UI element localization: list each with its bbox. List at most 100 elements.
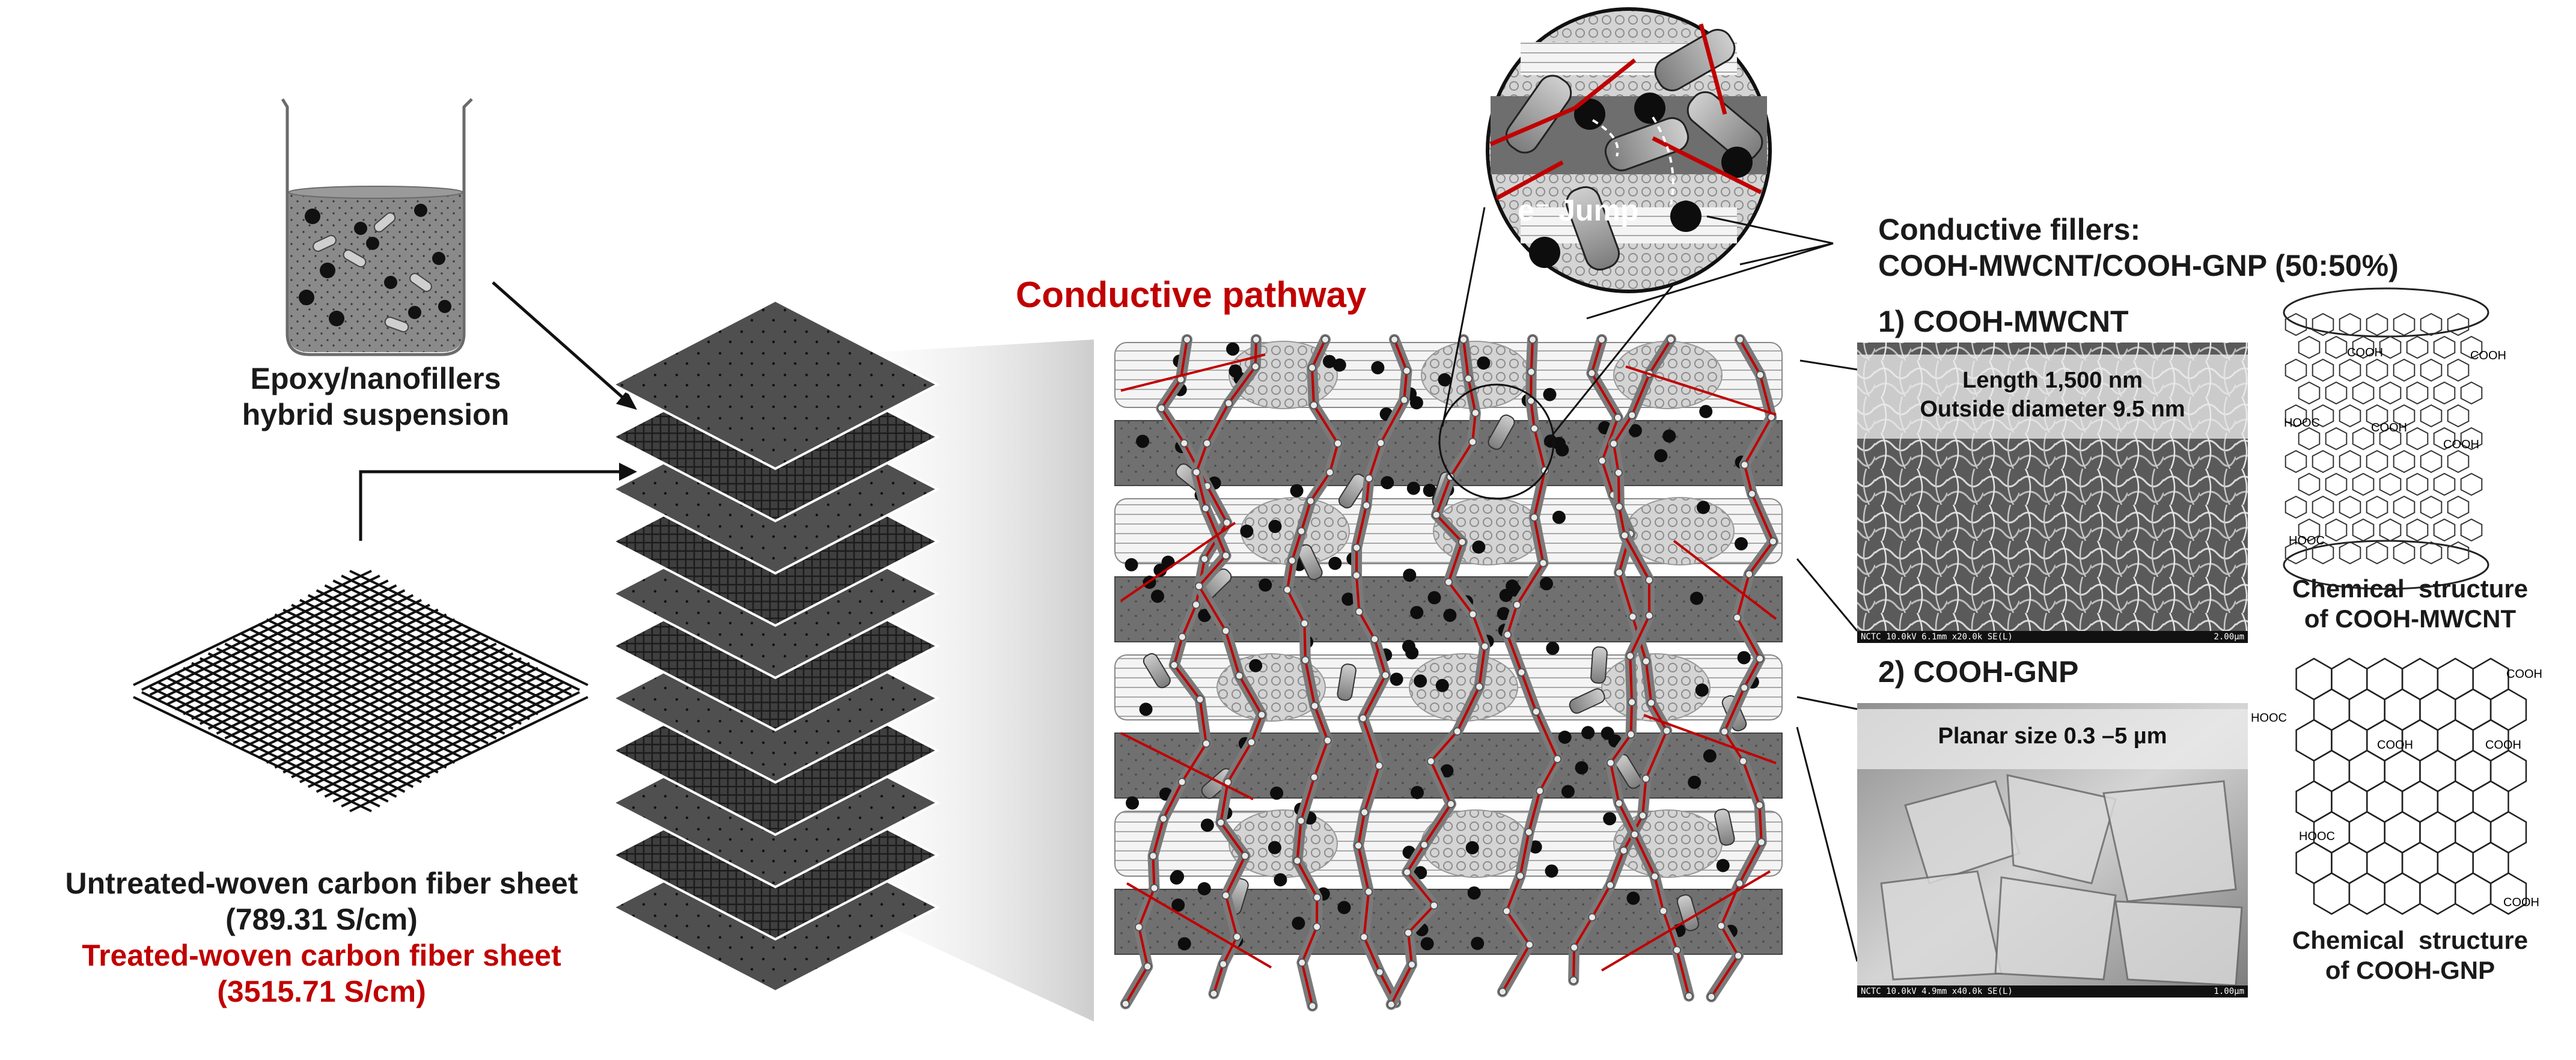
junction-node [1756, 370, 1765, 379]
conductive-path [1625, 365, 1777, 416]
weft-yarn [224, 642, 464, 759]
junction-node [1203, 439, 1212, 448]
carbon-ring [2393, 495, 2416, 519]
gnp-sem-scale: 1.00µm [2214, 987, 2244, 996]
graphene-flake [2006, 774, 2117, 885]
junction-node [1620, 531, 1629, 540]
fiber-crosssection [1625, 497, 1735, 565]
filler-particle [1268, 520, 1282, 534]
junction-node [1177, 632, 1186, 641]
junction-node [1673, 946, 1682, 955]
treated-conductivity: (3515.71 S/cm) [217, 975, 426, 1008]
nanotube-rod [384, 316, 409, 333]
filler-particle [1626, 891, 1640, 905]
mwcnt-rod [1488, 414, 1515, 450]
carbon-ring [2472, 841, 2509, 885]
carbon-ring [2447, 358, 2470, 382]
junction-node [1403, 868, 1412, 877]
carbon-ring [2447, 449, 2470, 474]
junction-node [1539, 558, 1548, 567]
carbon-ring [2393, 312, 2416, 337]
junction-node [1293, 856, 1302, 865]
filler-particle [1581, 726, 1595, 740]
zoom-nanotube [1654, 29, 1736, 91]
junction-node [1685, 991, 1693, 1001]
junction-node [1313, 893, 1322, 902]
junction-node [1638, 811, 1647, 820]
junction-node [1257, 710, 1266, 719]
carbon-ring [2352, 427, 2375, 451]
carbon-fiber-labels: Untreated-woven carbon fiber sheet (789.… [12, 865, 631, 1010]
carbon-ring [2312, 495, 2334, 519]
warp-yarn [349, 696, 588, 812]
carbon-ring [2325, 381, 2348, 405]
junction-node [1381, 671, 1390, 680]
tube-rim [2283, 540, 2489, 590]
carbon-ring [2295, 657, 2333, 701]
carbon-ring [2393, 449, 2416, 474]
junction-node [1614, 568, 1623, 577]
junction-node [1740, 683, 1749, 692]
carbon-ring [2447, 541, 2470, 565]
carbon-ring [2339, 312, 2361, 337]
junction-node [1426, 757, 1435, 766]
mwcnt-rod [1590, 646, 1608, 684]
mwcnt-diameter: Outside diameter 9.5 nm [1920, 396, 2185, 422]
filler-particle [1228, 364, 1242, 378]
warp-yarn [257, 642, 497, 759]
carbon-ring [2352, 472, 2375, 496]
junction-node [1387, 1000, 1396, 1009]
carbon-ring [2420, 358, 2443, 382]
junction-node [1747, 489, 1756, 498]
carbon-ring [2460, 427, 2483, 451]
junction-node [1525, 940, 1534, 949]
junction-node [1739, 757, 1748, 766]
nanotube-rod [373, 212, 396, 233]
carbon-ring [2460, 472, 2483, 496]
conductive-path [1390, 339, 1486, 1005]
junction-node [1606, 758, 1615, 767]
filler-particle [1465, 841, 1479, 854]
filler-particle [1688, 775, 1702, 789]
carbon-ring [2339, 358, 2361, 382]
carbon-ring [2348, 749, 2385, 793]
filler-particle [1601, 726, 1614, 740]
junction-node [1241, 851, 1250, 860]
carbon-ring [2325, 518, 2348, 542]
junction-node [1364, 888, 1373, 897]
junction-node [1149, 851, 1158, 860]
carbon-ring [2325, 472, 2348, 496]
junction-node [1524, 827, 1533, 836]
carbon-ring [2352, 518, 2375, 542]
carbon-ring [2447, 404, 2470, 428]
carbon-ring [2313, 688, 2351, 731]
junction-node [1645, 611, 1654, 620]
warp-yarn [324, 681, 564, 798]
junction-node [1219, 960, 1228, 969]
mwcnt-structure-line2: of COOH-MWCNT [2304, 605, 2516, 633]
tube-rim [2283, 287, 2489, 338]
carbon-ring [2366, 449, 2388, 474]
carbon-ring [2447, 495, 2470, 519]
junction-node [1370, 635, 1379, 644]
junction-node [1183, 335, 1191, 344]
conductive-path [1501, 339, 1559, 993]
flow-arrows [359, 281, 626, 541]
nanoparticle [408, 306, 421, 319]
carbon-ring [2366, 358, 2388, 382]
filler-particle [1332, 358, 1346, 372]
fillers-heading: Conductive fillers: COOH-MWCNT/COOH-GNP … [1878, 212, 2399, 284]
carbon-ring [2285, 312, 2307, 337]
carbon-ring [2366, 541, 2388, 565]
carbon-ring [2460, 335, 2483, 359]
warp-yarn [307, 671, 547, 788]
junction-node [1735, 879, 1744, 888]
warp-yarn [341, 691, 581, 808]
junction-node [1134, 922, 1143, 931]
carbon-ring [2331, 657, 2368, 701]
junction-node [1628, 410, 1637, 419]
filler-particle [1414, 674, 1427, 688]
carbon-ring [2489, 688, 2527, 731]
fillers-heading-line1: Conductive fillers: [1878, 213, 2141, 246]
zoom-conductive-path [1573, 58, 1637, 110]
